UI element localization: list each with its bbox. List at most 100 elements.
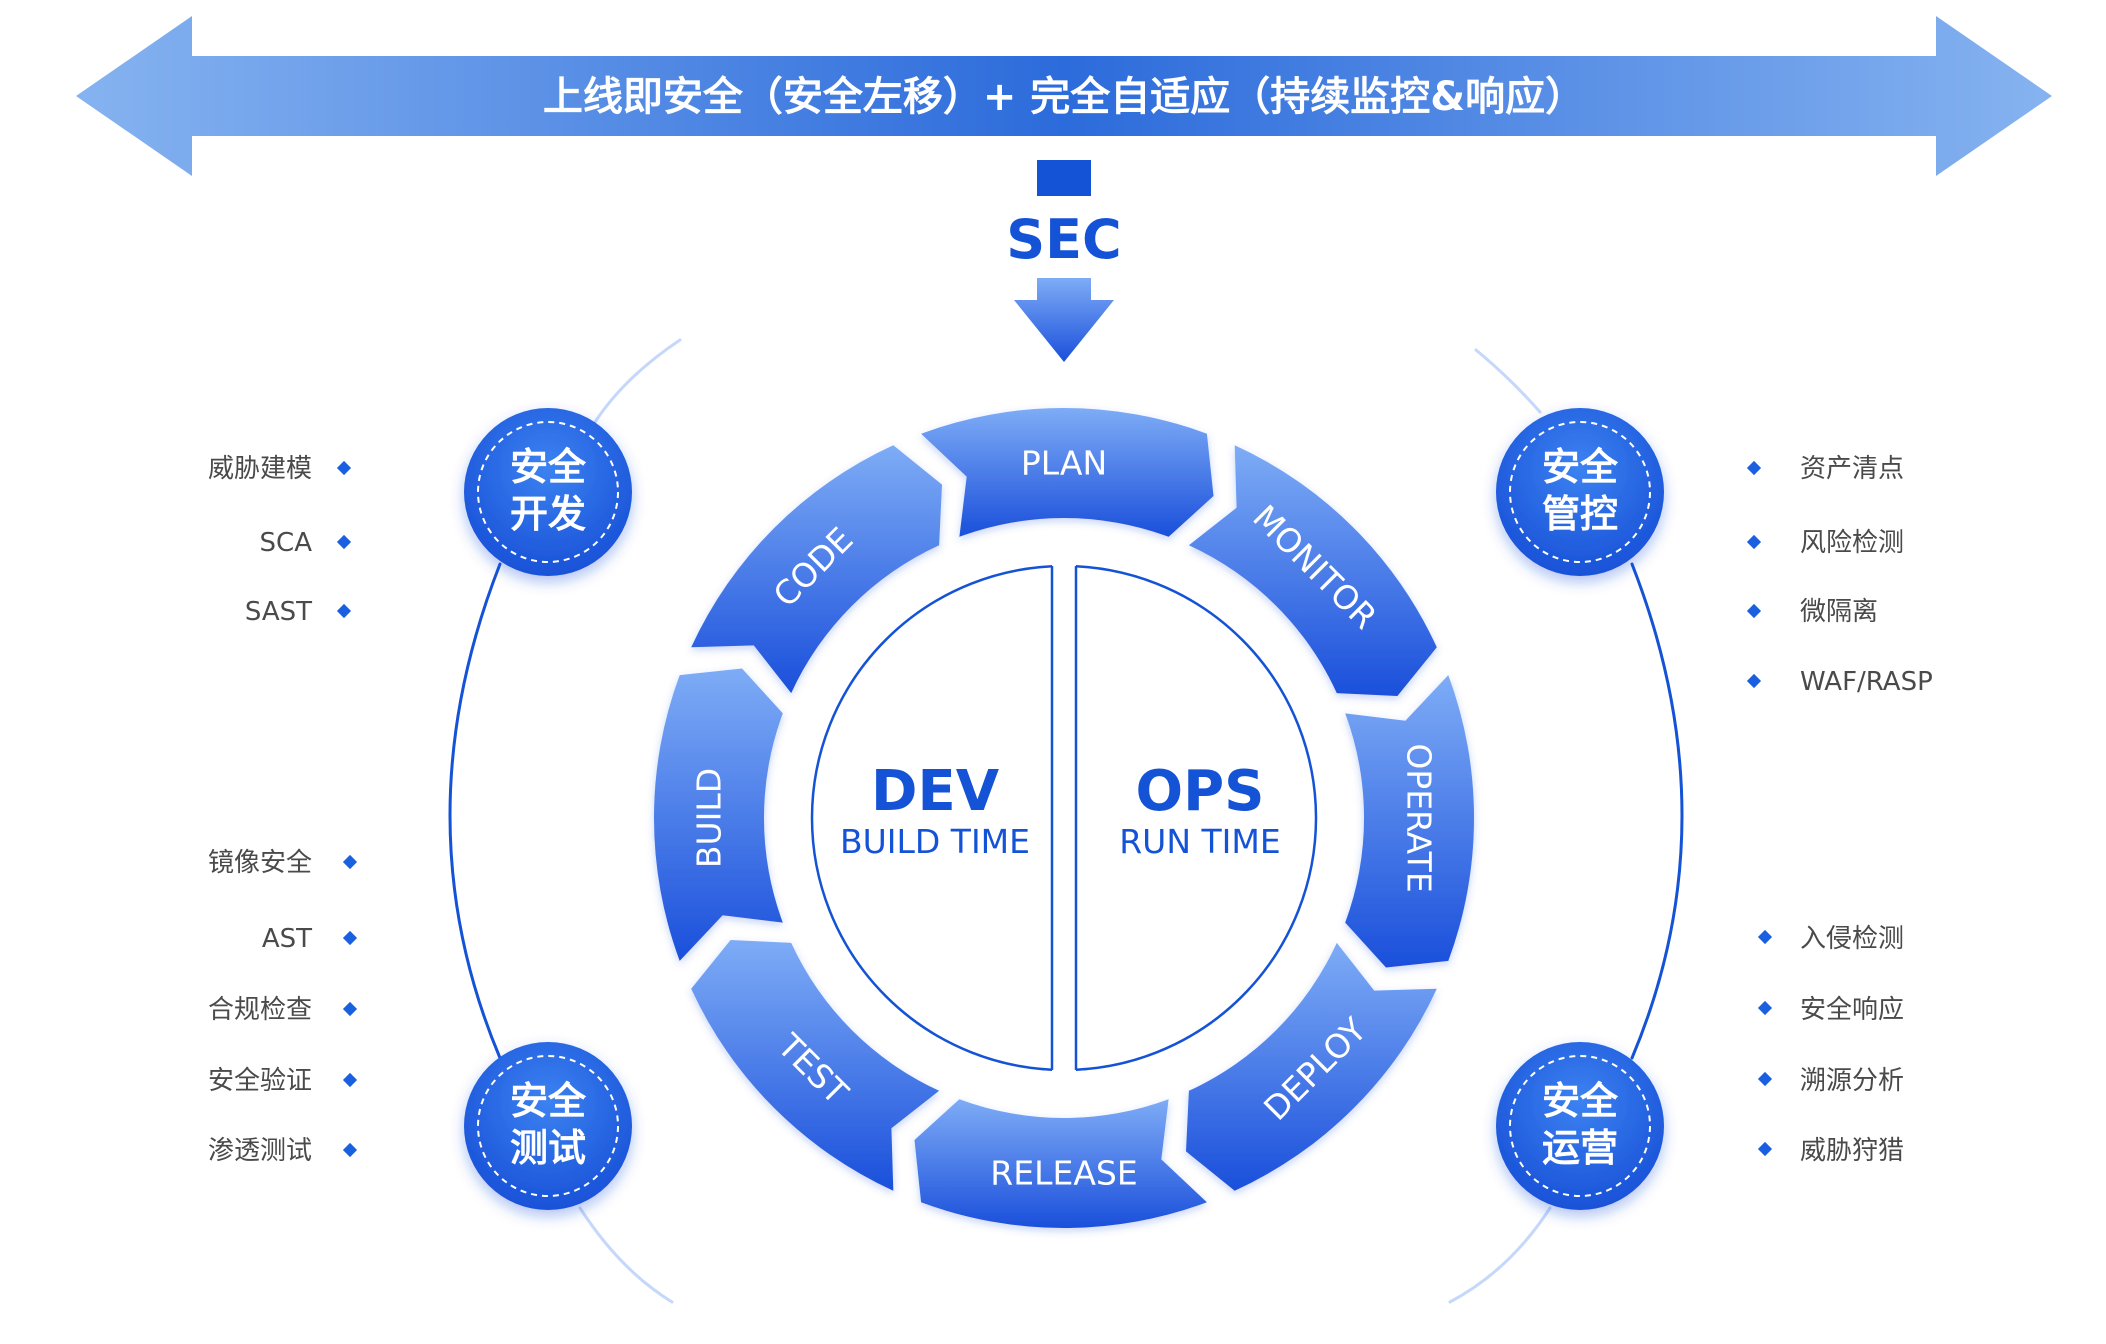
node-label-line2: 运营: [1542, 1126, 1618, 1170]
orbit-arc-right-top: [1474, 348, 1542, 414]
list-item: 镜像安全: [208, 848, 358, 878]
stage-label-operate: OPERATE: [1400, 743, 1439, 892]
bullet-icon: [1757, 929, 1773, 945]
lifecycle-ring: PLANMONITOROPERATEDEPLOYRELEASETESTBUILD…: [653, 407, 1475, 1229]
list-item: 合规检查: [208, 995, 358, 1025]
banner-arrow-shape: [76, 16, 2052, 176]
bullet-icon: [1757, 1000, 1773, 1016]
banner-arrow: 上线即安全（安全左移）+ 完全自适应（持续监控&响应）: [76, 16, 2052, 176]
bullet-icon: [1746, 534, 1762, 550]
node-dashed-ring: [477, 421, 619, 563]
list-item: 微隔离: [1746, 597, 1878, 627]
node-dashed-ring: [477, 1055, 619, 1197]
node-test-security: 安全 测试: [464, 1042, 632, 1210]
list-item: WAF/RASP: [1746, 667, 1933, 697]
list-item: 威胁建模: [208, 454, 352, 484]
list-control-security: 资产清点 风险检测 微隔离 WAF/RASP: [1746, 454, 1933, 697]
stage-label-release: RELEASE: [990, 1154, 1137, 1193]
sec-arrow: SEC: [1006, 160, 1122, 362]
item-text: 微隔离: [1800, 597, 1878, 627]
orbit-arc-left-bottom: [578, 1206, 674, 1304]
stage-segment-operate: [1345, 675, 1475, 968]
bullet-icon: [1746, 673, 1762, 689]
bullet-icon: [342, 854, 358, 870]
item-text: AST: [262, 924, 312, 954]
list-test-security: 镜像安全 AST 合规检查 安全验证 渗透测试: [208, 848, 358, 1166]
node-circle: [464, 408, 632, 576]
node-label-line1: 安全: [1542, 1079, 1619, 1123]
item-text: 入侵检测: [1800, 924, 1904, 954]
node-label-line1: 安全: [1542, 445, 1619, 489]
node-dashed-ring: [1509, 1055, 1651, 1197]
item-text: 安全响应: [1800, 995, 1904, 1025]
list-item: AST: [262, 924, 358, 954]
node-ops-security: 安全 运营: [1496, 1042, 1664, 1210]
node-label-line1: 安全: [510, 1079, 587, 1123]
node-label-line2: 管控: [1542, 492, 1618, 536]
core-circle: DEV BUILD TIME OPS RUN TIME: [810, 562, 1318, 1076]
sec-arrow-stem: [1037, 160, 1091, 196]
stage-segment-plan: [921, 407, 1214, 537]
item-text: 资产清点: [1800, 454, 1904, 484]
dev-title: DEV: [871, 759, 1000, 824]
node-dev-security: 安全 开发: [464, 408, 632, 576]
node-control-security: 安全 管控: [1496, 408, 1664, 576]
item-text: 安全验证: [208, 1066, 312, 1096]
stage-segment-deploy: [1186, 942, 1437, 1191]
orbit-arc-left-top: [588, 338, 682, 432]
item-text: SAST: [245, 597, 312, 627]
list-ops-security: 入侵检测 安全响应 溯源分析 威胁狩猎: [1757, 924, 1904, 1166]
stage-label-plan: PLAN: [1021, 444, 1107, 483]
stage-segment-monitor: [1188, 445, 1437, 696]
list-item: 威胁狩猎: [1757, 1136, 1904, 1166]
list-item: SAST: [245, 597, 352, 627]
banner-text: 上线即安全（安全左移）+ 完全自适应（持续监控&响应）: [543, 74, 1585, 120]
node-label-line2: 开发: [510, 492, 586, 536]
stage-segment-test: [691, 940, 940, 1191]
bullet-icon: [342, 1142, 358, 1158]
item-text: 合规检查: [208, 995, 312, 1025]
node-label-line1: 安全: [510, 445, 587, 489]
stage-segment-code: [691, 445, 942, 694]
list-item: 安全响应: [1757, 995, 1904, 1025]
orbit-arc-right-bottom: [1448, 1206, 1552, 1304]
outer-orbit: [448, 338, 1684, 1304]
list-item: 溯源分析: [1757, 1066, 1904, 1096]
sec-arrowhead: [1014, 278, 1114, 362]
list-item: 入侵检测: [1757, 924, 1904, 954]
core-divider: [1052, 562, 1076, 1076]
node-dashed-ring: [1509, 421, 1651, 563]
node-circle: [1496, 1042, 1664, 1210]
stage-label-build: BUILD: [690, 768, 729, 868]
list-item: 资产清点: [1746, 454, 1904, 484]
item-text: SCA: [260, 528, 313, 558]
ops-title: OPS: [1136, 759, 1265, 824]
list-item: 风险检测: [1746, 528, 1904, 558]
stage-segment-release: [914, 1099, 1207, 1229]
bullet-icon: [336, 603, 352, 619]
item-text: 渗透测试: [208, 1136, 312, 1166]
list-dev-security: 威胁建模 SCA SAST: [208, 454, 352, 627]
bullet-icon: [1757, 1141, 1773, 1157]
list-item: 安全验证: [208, 1066, 358, 1096]
node-circle: [1496, 408, 1664, 576]
bullet-icon: [342, 1072, 358, 1088]
orbit-arc-right: [1630, 562, 1684, 1060]
list-item: 渗透测试: [208, 1136, 358, 1166]
bullet-icon: [1746, 460, 1762, 476]
bullet-icon: [1746, 603, 1762, 619]
item-text: 威胁建模: [208, 454, 312, 484]
bullet-icon: [342, 930, 358, 946]
bullet-icon: [336, 534, 352, 550]
sec-label: SEC: [1006, 208, 1121, 271]
item-text: WAF/RASP: [1800, 667, 1933, 697]
item-text: 溯源分析: [1800, 1066, 1904, 1096]
item-text: 威胁狩猎: [1800, 1136, 1904, 1166]
item-text: 镜像安全: [208, 848, 312, 878]
stage-segment-build: [653, 668, 783, 961]
dev-subtitle: BUILD TIME: [840, 822, 1030, 861]
bullet-icon: [342, 1001, 358, 1017]
bullet-icon: [1757, 1071, 1773, 1087]
list-item: SCA: [260, 528, 352, 558]
item-text: 风险检测: [1800, 528, 1904, 558]
